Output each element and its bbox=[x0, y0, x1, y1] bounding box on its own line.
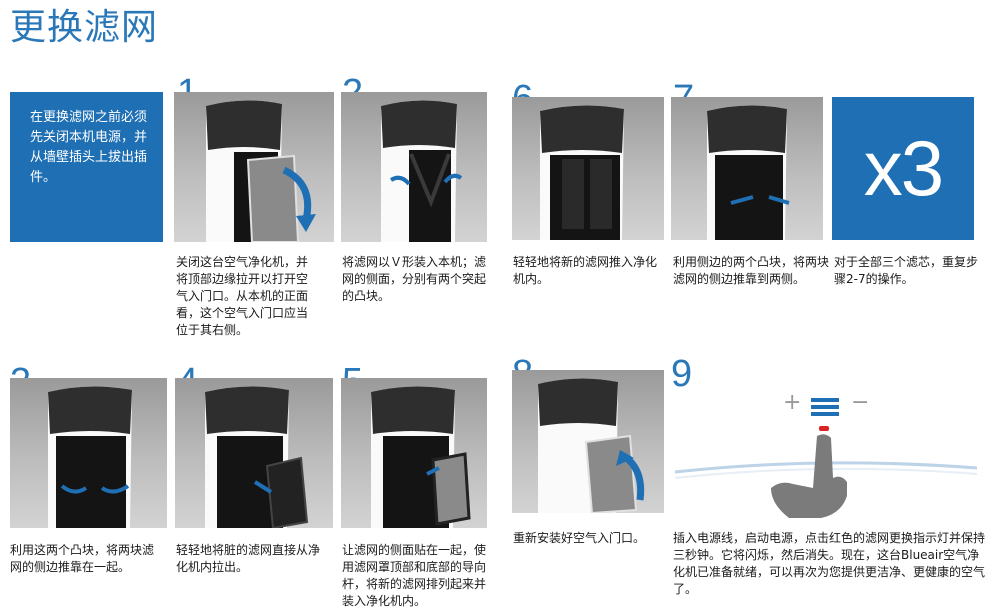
step-4-caption: 轻轻地将脏的滤网直接从净化机内拉出。 bbox=[176, 543, 321, 574]
step-5-caption: 让滤网的侧面贴在一起，使用滤网罩顶部和底部的导向杆，将新的滤网排列起来并装入净化… bbox=[342, 543, 487, 608]
step-9-caption: 插入电源线，启动电源，点击红色的滤网更换指示灯并保持三秒钟。它将闪烁，然后消失。… bbox=[673, 531, 986, 596]
step-4-image bbox=[175, 378, 333, 528]
step-7-caption: 利用侧边的两个凸块，将两块滤网的侧边推靠到两侧。 bbox=[673, 255, 830, 286]
purifier-push-together-illustration bbox=[48, 386, 132, 528]
red-indicator-light bbox=[819, 426, 829, 431]
step-1-image bbox=[174, 92, 334, 242]
purifier-open-door-illustration bbox=[206, 100, 316, 242]
step-number-9: 9 bbox=[671, 353, 693, 395]
filter-indicator-icon bbox=[811, 398, 839, 416]
step-6-image bbox=[512, 97, 664, 240]
purifier-insert-filter-illustration bbox=[371, 386, 471, 528]
purifier-pull-filter-illustration bbox=[205, 386, 309, 528]
repeat-x3-badge: x3 bbox=[832, 97, 974, 240]
purifier-close-door-illustration bbox=[538, 378, 645, 513]
minus-icon: − bbox=[851, 390, 870, 415]
step-8-caption: 重新安装好空气入门口。 bbox=[513, 531, 646, 545]
repeat-caption: 对于全部三个滤芯，重复步骤2-7的操作。 bbox=[834, 255, 979, 286]
purifier-push-filter-illustration bbox=[540, 105, 624, 240]
step-9-illustration: + − bbox=[671, 392, 981, 522]
step-8-image bbox=[512, 370, 664, 513]
step-3-caption: 利用这两个凸块，将两块滤网的侧边推靠在一起。 bbox=[10, 543, 155, 574]
page-title: 更换滤网 bbox=[10, 7, 159, 48]
power-off-notice: 在更换滤网之前必须先关闭本机电源，并从墙壁插头上拔出插件。 bbox=[10, 92, 163, 242]
step-2-image bbox=[341, 92, 487, 242]
purifier-v-filter-illustration bbox=[381, 100, 463, 242]
step-3-image bbox=[10, 378, 167, 528]
step-6-caption: 轻轻地将新的滤网推入净化机内。 bbox=[513, 255, 658, 286]
step-1-caption: 关闭这台空气净化机，并将顶部边缘拉开以打开空气入门口。从本机的正面看，这个空气入… bbox=[176, 255, 309, 337]
purifier-side-bumps-illustration bbox=[707, 105, 790, 240]
step-2-caption: 将滤网以Ｖ形装入本机；滤网的侧面，分别有两个突起的凸块。 bbox=[342, 255, 487, 303]
finger-press-icon bbox=[674, 434, 978, 518]
step-7-image bbox=[671, 97, 823, 240]
step-5-image bbox=[341, 378, 487, 528]
plus-icon: + bbox=[783, 390, 802, 415]
